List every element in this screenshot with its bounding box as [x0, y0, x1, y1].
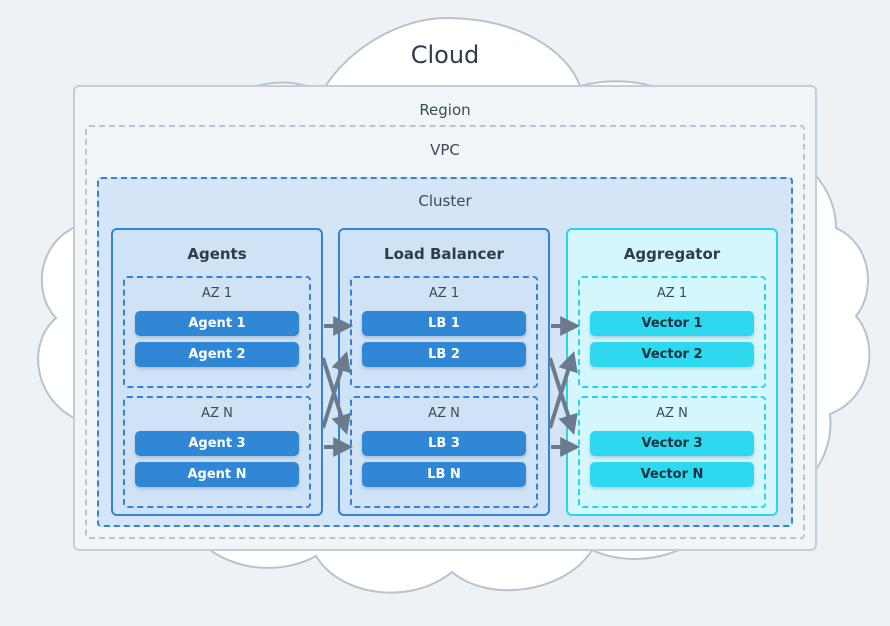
panel-load-balancer: Load Balancer AZ 1 LB 1 LB 2 AZ N LB 3 L…	[338, 228, 550, 516]
node-vector-1[interactable]: Vector 1	[590, 311, 754, 336]
region-label: Region	[419, 101, 471, 119]
cloud-title: Cloud	[410, 41, 480, 69]
node-lb-n[interactable]: LB N	[362, 462, 526, 487]
node-vector-3[interactable]: Vector 3	[590, 431, 754, 456]
cluster-label: Cluster	[418, 192, 472, 210]
panel-agents: Agents AZ 1 Agent 1 Agent 2 AZ N Agent 3…	[111, 228, 323, 516]
load-balancer-az-1-label: AZ 1	[428, 286, 460, 301]
node-agent-n[interactable]: Agent N	[135, 462, 299, 487]
aggregator-az-1: AZ 1 Vector 1 Vector 2	[578, 276, 766, 388]
load-balancer-az-n-label: AZ N	[428, 406, 460, 421]
node-agent-3[interactable]: Agent 3	[135, 431, 299, 456]
agents-az-n: AZ N Agent 3 Agent N	[123, 396, 311, 508]
node-lb-1[interactable]: LB 1	[362, 311, 526, 336]
node-lb-3[interactable]: LB 3	[362, 431, 526, 456]
panel-agents-title: Agents	[187, 245, 247, 263]
load-balancer-az-1: AZ 1 LB 1 LB 2	[350, 276, 538, 388]
node-vector-2[interactable]: Vector 2	[590, 342, 754, 367]
node-agent-1[interactable]: Agent 1	[135, 311, 299, 336]
vpc-label: VPC	[430, 141, 460, 159]
aggregator-az-n-label: AZ N	[656, 406, 688, 421]
agents-az-1: AZ 1 Agent 1 Agent 2	[123, 276, 311, 388]
agents-az-n-label: AZ N	[201, 406, 233, 421]
load-balancer-az-n: AZ N LB 3 LB N	[350, 396, 538, 508]
node-lb-2[interactable]: LB 2	[362, 342, 526, 367]
agents-az-1-label: AZ 1	[201, 286, 233, 301]
aggregator-az-1-label: AZ 1	[656, 286, 688, 301]
panel-aggregator: Aggregator AZ 1 Vector 1 Vector 2 AZ N V…	[566, 228, 778, 516]
aggregator-az-n: AZ N Vector 3 Vector N	[578, 396, 766, 508]
vpc-boundary: VPC	[85, 125, 805, 539]
node-vector-n[interactable]: Vector N	[590, 462, 754, 487]
panel-load-balancer-title: Load Balancer	[384, 245, 504, 263]
panel-aggregator-title: Aggregator	[623, 245, 721, 263]
node-agent-2[interactable]: Agent 2	[135, 342, 299, 367]
